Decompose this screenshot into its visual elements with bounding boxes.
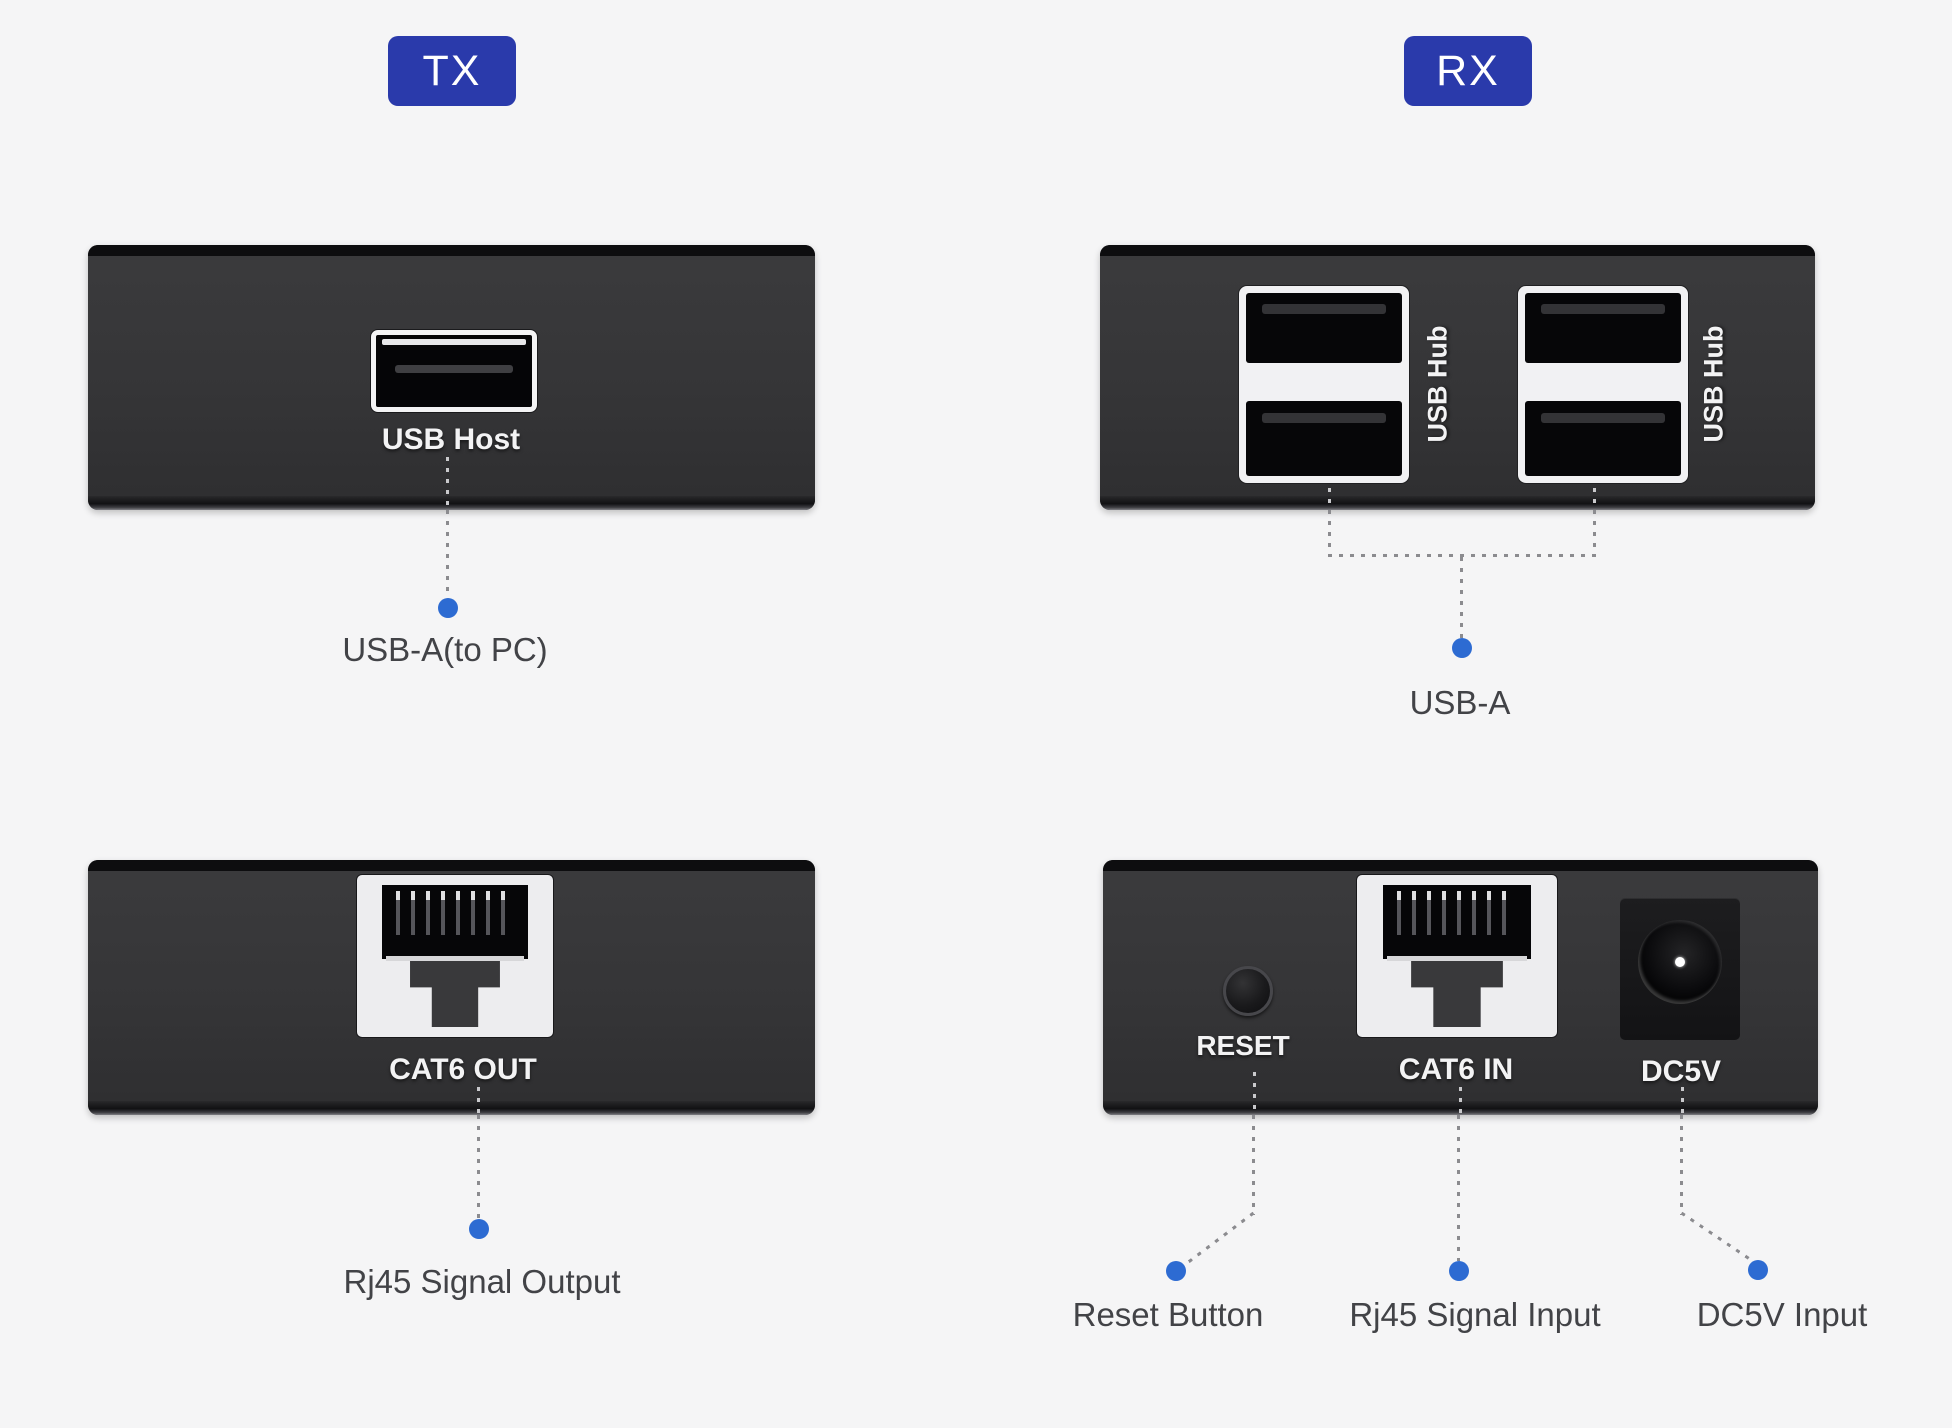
tx-bottom-device: CAT6 OUT	[88, 860, 815, 1115]
rj45-input-annotation: Rj45 Signal Input	[1349, 1296, 1601, 1333]
tx-top-device: USB Host	[88, 245, 815, 510]
usb-receptacle	[1525, 293, 1681, 363]
leader-line	[1460, 557, 1463, 638]
usb-a-port-icon	[371, 330, 537, 412]
leader-stub	[1593, 488, 1596, 510]
reset-button-icon	[1223, 966, 1273, 1016]
leader-line	[1593, 510, 1596, 556]
dc5v-label: DC5V	[1640, 1055, 1722, 1088]
leader-line	[1680, 1115, 1683, 1215]
dual-usb-a-port-icon	[1239, 286, 1409, 483]
leader-stub	[477, 1087, 480, 1115]
rx-top-device: USB Hub USB Hub	[1100, 245, 1815, 510]
leader-dot	[1449, 1261, 1469, 1281]
rj45-output-annotation: Rj45 Signal Output	[343, 1263, 621, 1300]
leader-line	[1328, 510, 1331, 556]
reset-annotation: Reset Button	[1072, 1296, 1264, 1333]
usb-receptacle	[1246, 293, 1402, 363]
cat6-out-label: CAT6 OUT	[389, 1053, 537, 1086]
leader-line	[1457, 1115, 1460, 1261]
leader-bracket	[1328, 554, 1596, 557]
dc5v-annotation: DC5V Input	[1696, 1296, 1868, 1333]
rx-bottom-device: RESET CAT6 IN DC5V	[1103, 860, 1818, 1115]
leader-stub	[1253, 1072, 1256, 1115]
rx-badge: RX	[1404, 36, 1532, 106]
usb-a-to-pc-annotation: USB-A(to PC)	[342, 631, 548, 668]
cat6-in-label: CAT6 IN	[1398, 1053, 1514, 1086]
rj45-pins	[396, 891, 514, 935]
leader-line	[446, 510, 449, 598]
rj45-port-icon	[1357, 875, 1557, 1037]
leader-dot	[438, 598, 458, 618]
reset-label: RESET	[1196, 1030, 1290, 1061]
leader-stub	[1328, 488, 1331, 510]
usb-a-annotation: USB-A	[1409, 684, 1511, 721]
leader-line-diagonal	[1179, 1211, 1255, 1270]
usb-hub-label-1: USB Hub	[1422, 325, 1453, 443]
leader-stub	[446, 457, 449, 510]
leader-dot	[469, 1219, 489, 1239]
leader-dot	[1166, 1261, 1186, 1281]
leader-line	[1252, 1115, 1255, 1215]
rj45-port-icon	[357, 875, 553, 1037]
usb-port-lip	[382, 339, 526, 345]
leader-line-diagonal	[1680, 1211, 1756, 1264]
dual-usb-a-port-icon	[1518, 286, 1688, 483]
rj45-pins	[1397, 891, 1517, 935]
leader-stub	[1459, 1087, 1462, 1115]
leader-dot	[1748, 1260, 1768, 1280]
usb-hub-label-2: USB Hub	[1698, 325, 1729, 443]
leader-stub	[1681, 1087, 1684, 1115]
leader-dot	[1452, 638, 1472, 658]
usb-receptacle	[1246, 400, 1402, 476]
dc-power-jack-icon	[1620, 898, 1740, 1040]
leader-line	[477, 1115, 480, 1219]
usb-host-label: USB Host	[381, 423, 521, 456]
usb-port-slot	[394, 365, 514, 374]
usb-receptacle	[1525, 400, 1681, 476]
tx-badge: TX	[388, 36, 516, 106]
